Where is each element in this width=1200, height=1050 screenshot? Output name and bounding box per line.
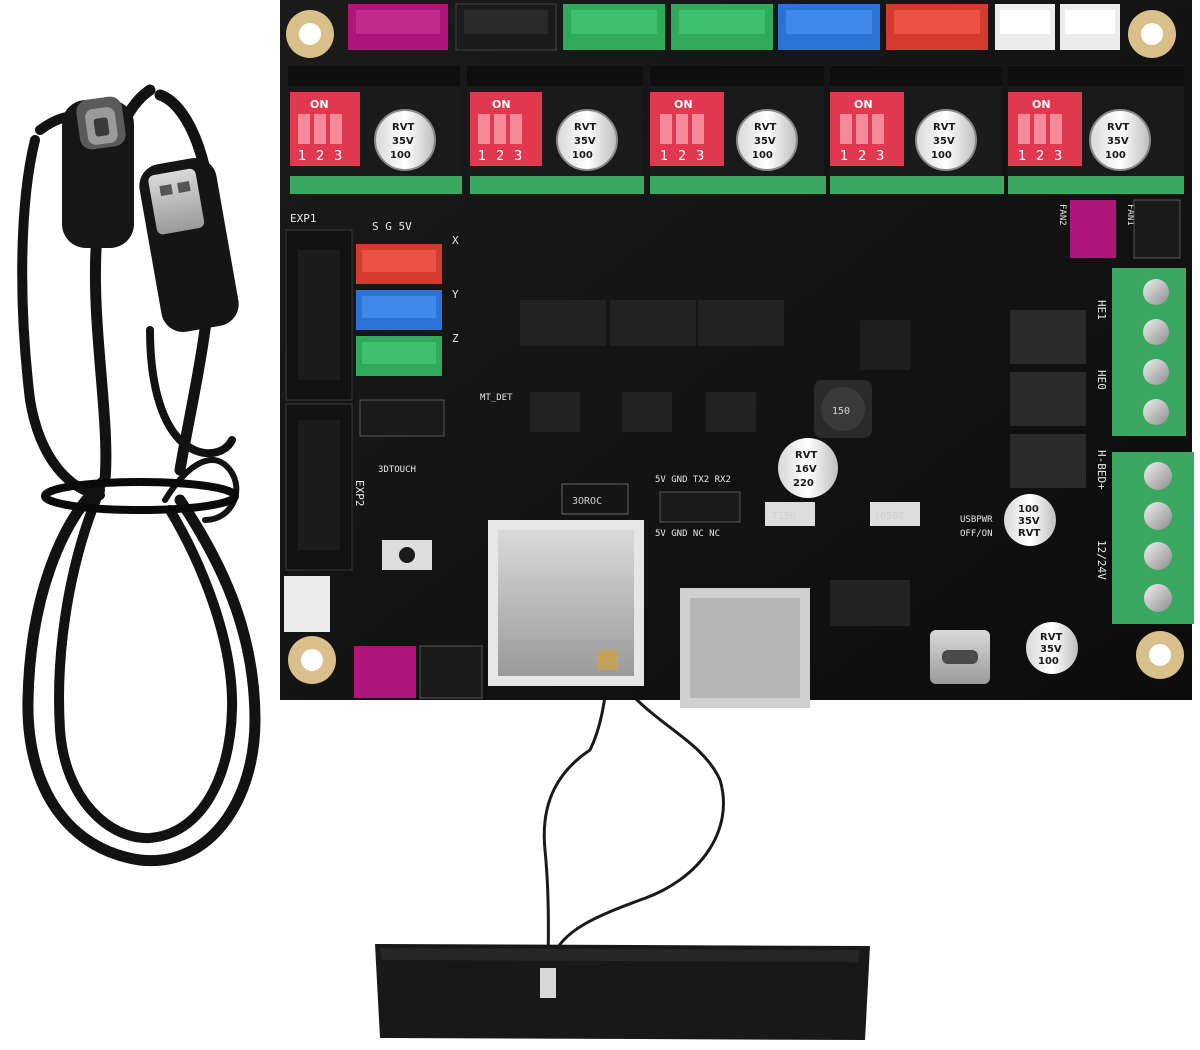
svg-text:H-BED+: H-BED+	[1095, 450, 1108, 490]
capacitor-220: RVT 16V 220	[778, 438, 838, 498]
svg-text:ON: ON	[1032, 98, 1051, 111]
bottom-connectors	[284, 540, 483, 699]
svg-text:2: 2	[678, 149, 686, 164]
svg-text:3DTOUCH: 3DTOUCH	[378, 465, 416, 475]
control-board: ON 1 2 3 RVT 35V 100 ON 1 2 3 RVT 35V 10…	[280, 0, 1194, 708]
svg-text:FAN2: FAN2	[1057, 204, 1067, 226]
svg-text:12/24V: 12/24V	[1095, 540, 1108, 580]
sd-card-slot	[680, 588, 810, 708]
svg-text:OFF/ON: OFF/ON	[960, 529, 993, 539]
svg-text:100: 100	[1038, 656, 1059, 667]
shunt-resistor: 3OROC	[561, 483, 629, 515]
inductor: 150	[814, 380, 872, 438]
svg-text:35V: 35V	[392, 136, 414, 147]
svg-text:100: 100	[931, 150, 952, 161]
svg-text:MT_DET: MT_DET	[480, 393, 513, 403]
usb-c-port	[930, 630, 990, 684]
svg-text:Z: Z	[452, 332, 459, 345]
endstop-connectors: S G 5V X Y Z MT_DET 3DTOUCH	[356, 220, 513, 475]
svg-text:RVT: RVT	[933, 122, 955, 133]
fan-connectors	[1070, 199, 1181, 259]
svg-text:3: 3	[1054, 149, 1062, 164]
svg-text:100: 100	[572, 150, 593, 161]
svg-text:3: 3	[876, 149, 884, 164]
svg-text:1: 1	[840, 149, 848, 164]
svg-text:2: 2	[496, 149, 504, 164]
svg-text:Y: Y	[452, 288, 459, 301]
svg-text:100: 100	[390, 150, 411, 161]
svg-text:1: 1	[1018, 149, 1026, 164]
svg-text:S G 5V: S G 5V	[372, 220, 412, 233]
svg-text:35V: 35V	[933, 136, 955, 147]
wifi-antenna	[375, 648, 870, 1040]
svg-text:35V: 35V	[754, 136, 776, 147]
svg-text:35V: 35V	[1018, 516, 1040, 527]
cable-tie	[41, 478, 239, 514]
svg-text:5V GND TX2 RX2: 5V GND TX2 RX2	[655, 475, 731, 485]
svg-text:100: 100	[1018, 504, 1039, 515]
svg-text:FAN1: FAN1	[1125, 204, 1135, 226]
wifi-module	[488, 520, 644, 686]
svg-text:T150: T150	[772, 511, 796, 522]
svg-text:2: 2	[316, 149, 324, 164]
terminal-blocks	[1112, 268, 1194, 624]
svg-text:ON: ON	[674, 98, 693, 111]
svg-text:1050T: 1050T	[874, 511, 904, 522]
svg-text:100: 100	[752, 150, 773, 161]
svg-text:RVT: RVT	[574, 122, 596, 133]
svg-text:150: 150	[832, 406, 850, 417]
svg-text:3: 3	[334, 149, 342, 164]
integrated-circuits	[520, 300, 910, 626]
mosfets	[1010, 310, 1086, 488]
mounting-holes	[286, 10, 1184, 684]
svg-text:1: 1	[478, 149, 486, 164]
svg-text:HE1: HE1	[1095, 300, 1108, 320]
svg-text:16V: 16V	[795, 464, 817, 475]
svg-text:5V GND NC NC: 5V GND NC NC	[655, 529, 720, 539]
usb-a-plug	[139, 158, 239, 332]
svg-text:35V: 35V	[1107, 136, 1129, 147]
svg-text:X: X	[452, 234, 459, 247]
svg-text:ON: ON	[854, 98, 873, 111]
top-headers	[348, 3, 1120, 51]
usb-c-plug	[62, 96, 134, 248]
svg-text:2: 2	[858, 149, 866, 164]
capacitor-bottom: RVT 35V 100 100 35V RVT	[1004, 494, 1078, 674]
svg-text:1: 1	[298, 149, 306, 164]
serial-header: 5V GND TX2 RX2 5V GND NC NC T150 1050T	[655, 475, 920, 539]
svg-text:220: 220	[793, 478, 814, 489]
svg-text:EXP2: EXP2	[353, 480, 366, 507]
svg-text:HE0: HE0	[1095, 370, 1108, 390]
svg-text:RVT: RVT	[1018, 528, 1040, 539]
svg-text:RVT: RVT	[1040, 632, 1062, 643]
svg-text:3: 3	[696, 149, 704, 164]
svg-text:3: 3	[514, 149, 522, 164]
svg-text:RVT: RVT	[392, 122, 414, 133]
svg-text:3OROC: 3OROC	[572, 496, 602, 507]
svg-text:RVT: RVT	[754, 122, 776, 133]
svg-text:1: 1	[660, 149, 668, 164]
usb-cable	[17, 84, 261, 867]
svg-text:USBPWR: USBPWR	[960, 515, 993, 525]
svg-text:ON: ON	[492, 98, 511, 111]
power-labels: USBPWR OFF/ON HE1 HE0 H-BED+ 12/24V FAN2…	[960, 204, 1135, 580]
svg-text:RVT: RVT	[1107, 122, 1129, 133]
svg-text:RVT: RVT	[795, 450, 817, 461]
svg-text:35V: 35V	[574, 136, 596, 147]
svg-text:ON: ON	[310, 98, 329, 111]
exp-headers: EXP1 EXP2	[285, 212, 366, 571]
svg-text:35V: 35V	[1040, 644, 1062, 655]
svg-text:100: 100	[1105, 150, 1126, 161]
stepper-drivers: ON 1 2 3 RVT 35V 100 ON 1 2 3 RVT 35V 10…	[288, 65, 1184, 195]
svg-text:2: 2	[1036, 149, 1044, 164]
svg-text:EXP1: EXP1	[290, 212, 317, 225]
